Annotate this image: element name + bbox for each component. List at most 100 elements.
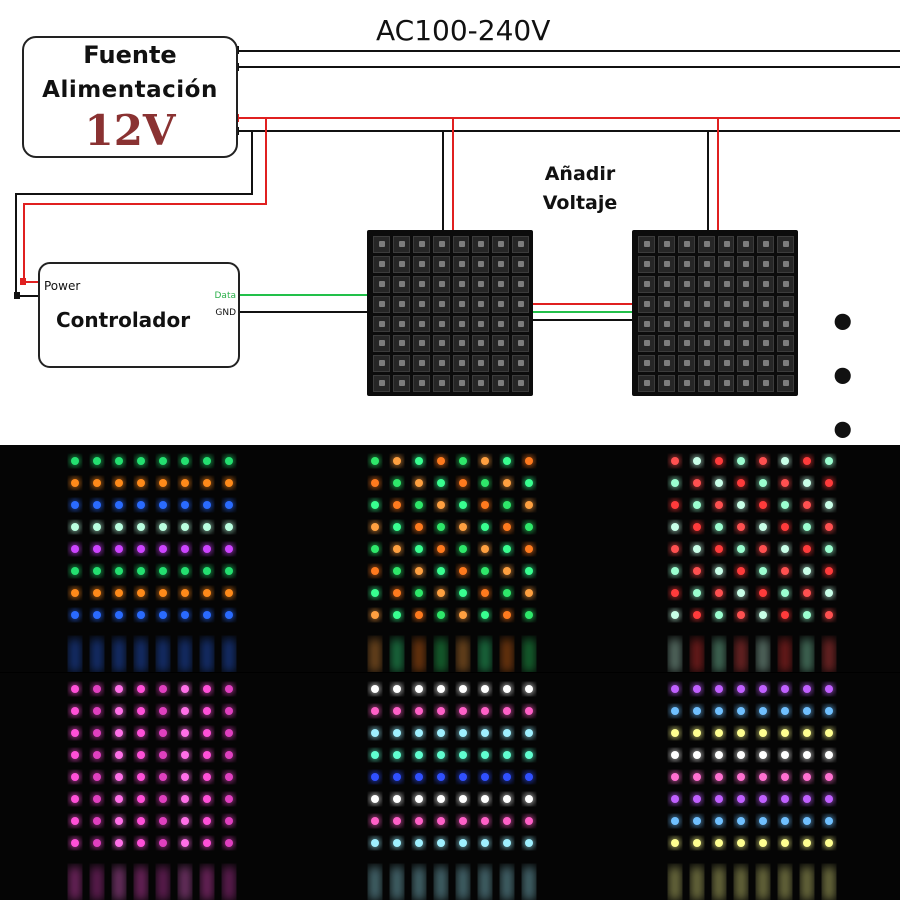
led-dot [481, 817, 489, 825]
led-dot [481, 685, 489, 693]
led-dot [481, 707, 489, 715]
controller-gnd-port: GND [215, 308, 236, 318]
led-dot [803, 589, 811, 597]
led-dot [737, 545, 745, 553]
led-cell [638, 255, 655, 273]
led-dot [437, 795, 445, 803]
led-dot [525, 545, 533, 553]
led-dot [781, 479, 789, 487]
led-dot [459, 685, 467, 693]
led-dot [115, 685, 123, 693]
led-dot [525, 839, 533, 847]
led-dot [137, 707, 145, 715]
led-dot [437, 707, 445, 715]
led-dot [525, 589, 533, 597]
led-dot [803, 839, 811, 847]
led-cell [432, 315, 450, 333]
led-dot [525, 773, 533, 781]
led-reflection [479, 639, 491, 672]
led-dot [803, 523, 811, 531]
led-dot [159, 773, 167, 781]
led-cell [412, 315, 430, 333]
led-cell [512, 275, 529, 293]
led-dot [203, 501, 211, 509]
led-dot [671, 523, 679, 531]
more-panels-ellipsis: • • • [828, 296, 864, 458]
led-cell [452, 335, 470, 353]
led-photo-canvas [300, 445, 600, 672]
led-dot [71, 589, 79, 597]
led-dot [693, 685, 701, 693]
led-dot [803, 545, 811, 553]
led-dot [481, 479, 489, 487]
led-cell [492, 335, 510, 353]
led-dot [481, 501, 489, 509]
led-dot [181, 751, 189, 759]
led-dot [715, 773, 723, 781]
led-cell [472, 335, 490, 353]
led-dot [737, 523, 745, 531]
led-cell [492, 236, 510, 253]
led-dot [71, 773, 79, 781]
led-reflection [823, 867, 835, 900]
led-dot [737, 751, 745, 759]
psu-title-line1: Fuente [83, 41, 177, 69]
led-dot [781, 839, 789, 847]
led-dot [759, 589, 767, 597]
led-dot [737, 685, 745, 693]
led-dot [503, 523, 511, 531]
led-dot [203, 589, 211, 597]
led-cell [757, 355, 775, 373]
led-dot [203, 685, 211, 693]
led-cell [737, 236, 755, 253]
led-dot [737, 773, 745, 781]
led-dot [437, 817, 445, 825]
led-dot [393, 685, 401, 693]
led-dot [737, 457, 745, 465]
led-dot [671, 817, 679, 825]
led-cell [373, 355, 390, 373]
led-dot [459, 707, 467, 715]
led-photo-6 [600, 673, 900, 900]
led-dot [459, 795, 467, 803]
led-dot [225, 479, 233, 487]
led-dot [693, 817, 701, 825]
led-dot [393, 545, 401, 553]
led-dot [437, 685, 445, 693]
led-dot [759, 839, 767, 847]
led-photo-4 [0, 673, 300, 900]
led-cell [657, 355, 675, 373]
led-dot [415, 839, 423, 847]
led-cell [373, 236, 390, 253]
led-dot [715, 707, 723, 715]
led-dot [415, 545, 423, 553]
led-dot [115, 795, 123, 803]
led-dot [137, 773, 145, 781]
led-dot [781, 501, 789, 509]
led-dot [525, 707, 533, 715]
led-photo-3 [600, 445, 900, 672]
led-cell [717, 275, 735, 293]
led-cell [657, 236, 675, 253]
led-dot [825, 729, 833, 737]
led-dot [71, 545, 79, 553]
led-dot [693, 589, 701, 597]
led-cell [638, 375, 655, 392]
led-dot [203, 817, 211, 825]
led-cell [412, 275, 430, 293]
led-cell [432, 375, 450, 392]
led-dot [93, 501, 101, 509]
led-dot [459, 611, 467, 619]
led-cell [657, 275, 675, 293]
led-dot [115, 589, 123, 597]
led-photo-canvas [300, 673, 600, 900]
led-dot [203, 795, 211, 803]
led-cell [472, 315, 490, 333]
led-cell [452, 255, 470, 273]
led-cell [392, 335, 410, 353]
led-photo-grid [0, 445, 900, 900]
led-dot [93, 685, 101, 693]
led-reflection [457, 639, 469, 672]
led-cell [657, 295, 675, 313]
led-dot [825, 501, 833, 509]
